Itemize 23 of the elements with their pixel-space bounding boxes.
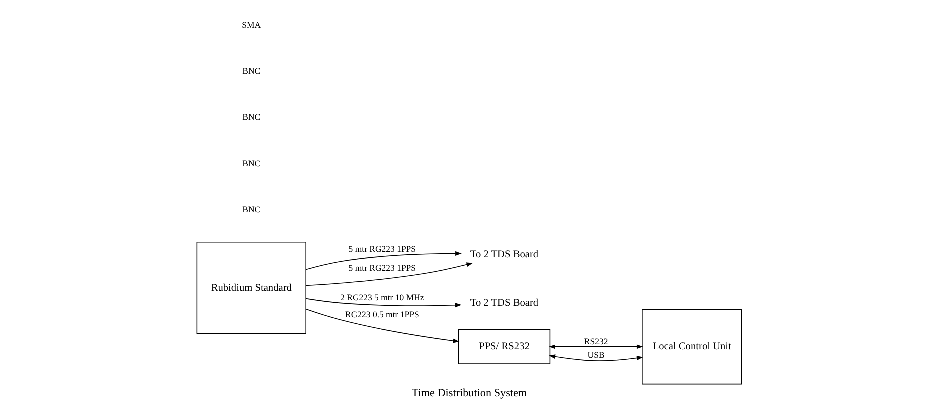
edge-label: 5 mtr RG223 1PPS [348, 263, 416, 274]
arrow [548, 344, 643, 350]
label: BNC [242, 204, 260, 214]
caption: Time Distribution System [411, 387, 527, 400]
node-box: PPS/ RS232 [458, 329, 550, 364]
edge-label: 5 mtr RG223 1PPS [348, 244, 416, 254]
label: BNC [242, 66, 260, 76]
edge-label: USB [587, 350, 604, 360]
arrow [305, 262, 473, 286]
arrow [305, 251, 462, 270]
arrow [305, 298, 462, 308]
node-text: To 2 TDS Board [470, 249, 538, 260]
edge-label: RG223 0.5 mtr 1PPS [345, 309, 419, 320]
label: BNC [242, 112, 260, 122]
node-box: Rubidium Standard [196, 242, 306, 334]
node-box: Local Control Unit [642, 309, 742, 385]
label: BNC [242, 158, 260, 168]
arrow [548, 354, 643, 362]
node-text: To 2 TDS Board [470, 298, 538, 309]
arrow [305, 308, 460, 344]
edge-label: 2 RG223 5 mtr 10 MHz [340, 292, 424, 303]
label: SMA [242, 20, 261, 30]
edge-label: RS232 [584, 336, 608, 346]
